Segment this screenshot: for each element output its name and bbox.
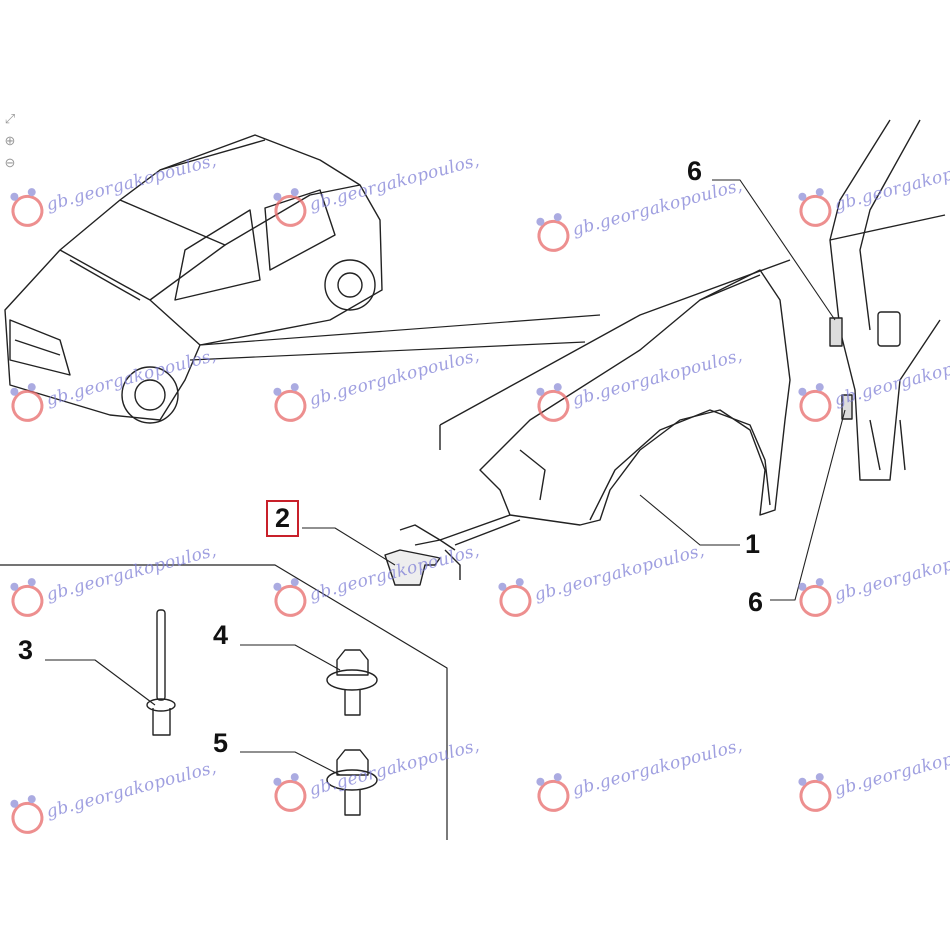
body-pillar: [829, 119, 946, 481]
callout-6-lower[interactable]: 6: [748, 587, 764, 617]
callout-3[interactable]: 3: [18, 635, 34, 665]
bolt-part-5: [326, 749, 378, 816]
inset-frame: [0, 564, 448, 840]
viewer-tools: ⤢ ⊕ ⊖: [0, 108, 20, 174]
callout-5[interactable]: 5: [213, 728, 229, 758]
fit-to-screen-icon[interactable]: ⤢: [4, 111, 16, 126]
zoom-in-icon[interactable]: ⊕: [4, 133, 16, 148]
callout-6-upper[interactable]: 6: [687, 156, 703, 186]
zoom-out-icon[interactable]: ⊖: [4, 155, 16, 170]
callout-2-highlighted[interactable]: 2: [266, 500, 300, 537]
bracket-part-2: [384, 524, 461, 586]
leader-lines: [45, 179, 846, 776]
rivet-part-3: [146, 609, 176, 736]
callout-1[interactable]: 1: [745, 529, 761, 559]
callout-4[interactable]: 4: [213, 620, 229, 650]
fender-part-1: [439, 259, 791, 551]
vehicle-illustration: [4, 134, 601, 424]
bolt-part-4: [326, 649, 378, 716]
